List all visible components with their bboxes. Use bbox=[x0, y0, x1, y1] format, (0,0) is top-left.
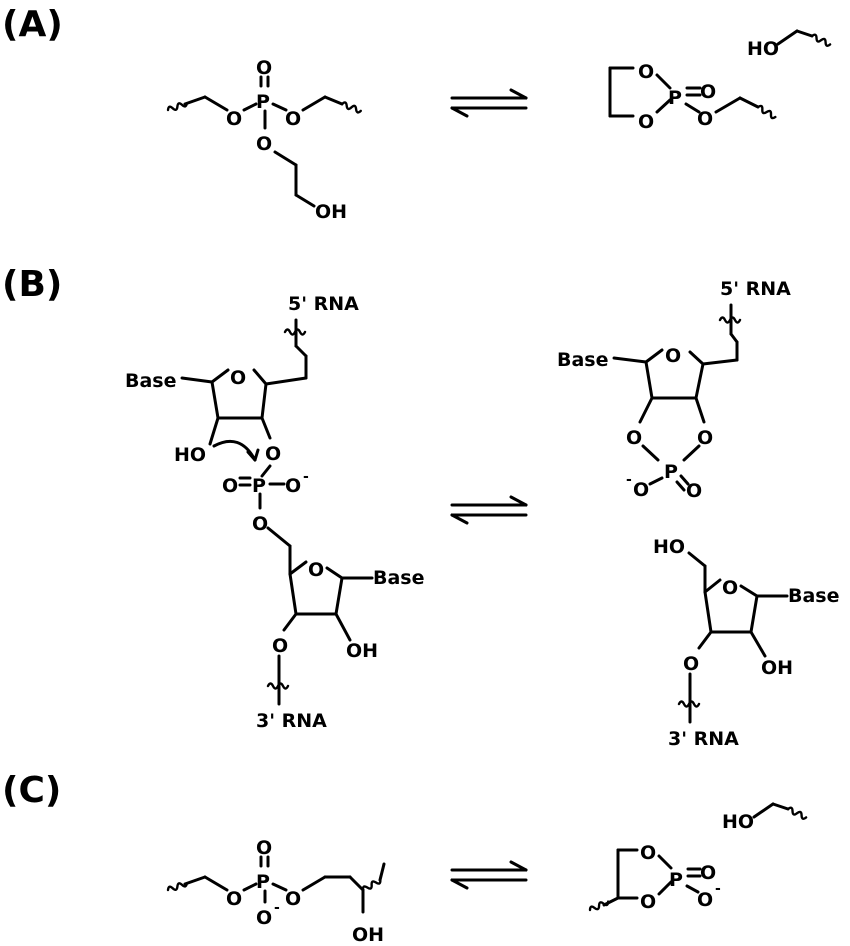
atom-ho: HO bbox=[747, 38, 779, 60]
ring-oxygen: O bbox=[722, 577, 738, 599]
charge-minus: - bbox=[715, 881, 721, 897]
panel-b-label: (B) bbox=[2, 264, 62, 305]
atom-o: O bbox=[700, 81, 716, 103]
base-label: Base bbox=[125, 370, 177, 392]
atom-o: O bbox=[626, 427, 642, 449]
panel-a-product: HO O O P O O bbox=[608, 29, 833, 133]
ring-oxygen: O bbox=[665, 345, 681, 367]
atom-o: O bbox=[256, 907, 272, 929]
atom-o: O bbox=[265, 443, 281, 465]
atom-o: O bbox=[697, 108, 713, 130]
base-label: Base bbox=[557, 349, 609, 371]
hydroxyl-5prime: HO bbox=[653, 536, 685, 558]
panel-b-equilibrium-arrow bbox=[450, 495, 528, 525]
strand-5prime-label: 5' RNA bbox=[720, 278, 791, 300]
panel-c-reactant: O P O O - O OH bbox=[165, 837, 386, 946]
atom-p: P bbox=[669, 869, 683, 891]
panel-c-product: HO O O P O O - bbox=[587, 802, 809, 914]
panel-a: (A) O P O O O OH bbox=[2, 4, 833, 223]
panel-c: (C) O P O O - O OH bbox=[2, 770, 809, 946]
atom-o: O bbox=[272, 635, 288, 657]
hydroxyl-2prime: OH bbox=[761, 657, 793, 679]
strand-3prime-label: 3' RNA bbox=[668, 728, 739, 750]
atom-p: P bbox=[256, 871, 270, 893]
atom-o: O bbox=[700, 862, 716, 884]
strand-3prime-label: 3' RNA bbox=[256, 710, 327, 732]
charge-minus: - bbox=[303, 469, 309, 485]
atom-o: O bbox=[285, 108, 301, 130]
atom-oh: OH bbox=[315, 201, 347, 223]
atom-o: O bbox=[222, 475, 238, 497]
base-label: Base bbox=[373, 567, 425, 589]
atom-o: O bbox=[252, 513, 268, 535]
atom-o: O bbox=[633, 479, 649, 501]
hydroxyl-2prime: HO bbox=[174, 444, 206, 466]
atom-p: P bbox=[256, 91, 270, 113]
panel-a-label: (A) bbox=[2, 4, 63, 45]
panel-b-product-cyclic-phosphate: 5' RNA O Base O O P O - O bbox=[557, 278, 791, 502]
hydroxyl-2prime-lower: OH bbox=[346, 640, 378, 662]
atom-ho: HO bbox=[722, 811, 754, 833]
atom-o: O bbox=[697, 889, 713, 911]
panel-b: (B) 5' RNA O Base HO O bbox=[2, 264, 840, 750]
ring-oxygen: O bbox=[230, 367, 246, 389]
atom-o: O bbox=[640, 891, 656, 913]
atom-p: P bbox=[668, 87, 682, 109]
panel-c-label: (C) bbox=[2, 770, 61, 811]
charge-minus: - bbox=[626, 472, 632, 488]
atom-o: O bbox=[638, 111, 654, 133]
atom-o: O bbox=[686, 480, 702, 502]
charge-minus: - bbox=[274, 900, 280, 916]
atom-o: O bbox=[697, 427, 713, 449]
atom-o: O bbox=[226, 108, 242, 130]
atom-o: O bbox=[638, 61, 654, 83]
panel-a-equilibrium-arrow bbox=[450, 88, 528, 118]
atom-oh: OH bbox=[352, 924, 384, 946]
atom-o: O bbox=[226, 888, 242, 910]
atom-p: P bbox=[252, 475, 266, 497]
panel-c-equilibrium-arrow bbox=[450, 860, 528, 890]
panel-b-product-5prime-oh: HO O Base OH O 3' RNA bbox=[653, 536, 840, 750]
panel-a-reactant: O P O O O OH bbox=[165, 57, 363, 223]
atom-o: O bbox=[285, 475, 301, 497]
panel-b-reactant: 5' RNA O Base HO O O bbox=[125, 293, 425, 732]
atom-o: O bbox=[256, 837, 272, 859]
atom-o: O bbox=[256, 133, 272, 155]
ring-oxygen: O bbox=[308, 559, 324, 581]
strand-5prime-label: 5' RNA bbox=[288, 293, 359, 315]
atom-o: O bbox=[683, 653, 699, 675]
atom-o: O bbox=[256, 57, 272, 79]
atom-o: O bbox=[640, 842, 656, 864]
base-label: Base bbox=[788, 585, 840, 607]
atom-p: P bbox=[664, 461, 678, 483]
atom-o: O bbox=[285, 888, 301, 910]
